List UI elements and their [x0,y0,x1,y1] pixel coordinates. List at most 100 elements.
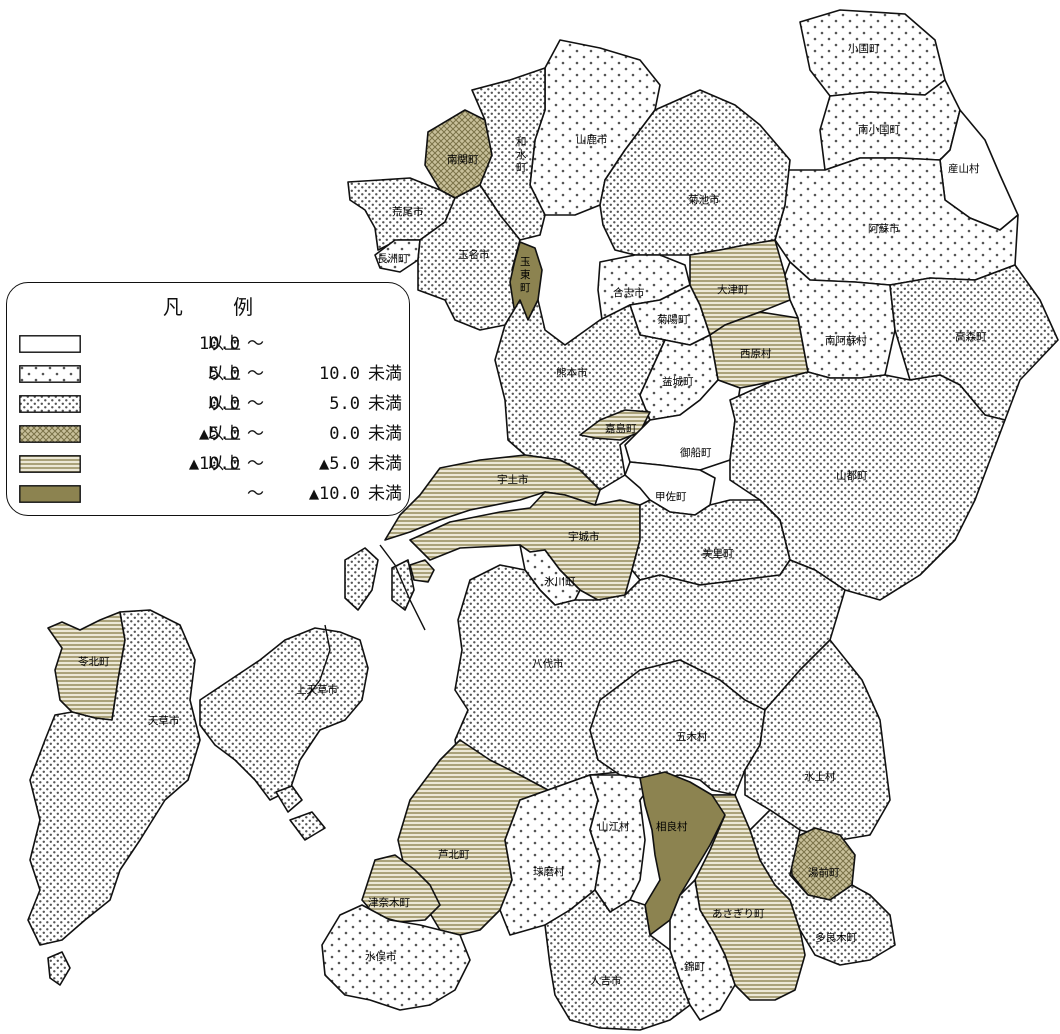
legend-title: 凡 例 [162,295,276,319]
region-uto-islet-1 [344,547,379,611]
label-kumamoto: 熊本市 [556,366,588,379]
legend-min: 10.0 [199,334,240,354]
region-tsunagi [361,854,441,923]
legend-max: 10.0 [319,364,360,384]
label-gyokuto-3: 町 [520,282,531,294]
label-yamae: 山江村 [598,820,630,833]
legend-miman: 未満 [368,394,402,414]
region-kashima [579,409,651,441]
legend-min: 5.0 [209,364,240,384]
region-kamiamakusa-islet-2 [289,811,326,841]
region-misato [631,499,791,586]
legend-max: ▲10.0 [308,484,360,504]
label-yunomae: 湯前町 [808,866,840,879]
label-nagomi-2: 水 [516,149,527,161]
label-kikuchi: 菊池市 [688,193,720,206]
region-kamiamakusa-islet-1 [275,785,303,813]
legend-swatch-stripe [19,455,81,473]
region-uki-islet [409,559,435,583]
label-itsuki: 五木村 [676,730,708,743]
legend-tilde: ～ [247,424,264,444]
label-arao: 荒尾市 [392,205,424,218]
label-kamiamakusa: 上天草市 [296,683,338,696]
label-minamiaso: 南阿蘇村 [825,334,867,347]
legend-min: 0.0 [209,394,240,414]
label-ashikita: 芦北町 [438,849,470,861]
label-hikawa: 氷川町 [544,575,576,588]
label-nagomi-1: 和 [516,136,527,148]
label-uki: 宇城市 [568,530,600,543]
region-labels: 小国町 南小国町 産山村 阿蘇市 高森町 南阿蘇村 山鹿市 菊池市 南関町 和 … [78,43,987,987]
legend-swatch-solid [19,485,81,503]
legend-tilde: ～ [247,394,264,414]
label-asagiri: あさぎり町 [712,907,765,920]
legend-ijo: 以上 [207,454,241,474]
label-mashiki: 益城町 [662,375,694,388]
legend-max: 5.0 [329,394,360,414]
legend-miman: 未満 [368,364,402,384]
legend-max: ▲5.0 [319,454,360,474]
label-ubuyama: 産山村 [948,162,980,175]
region-kamiamakusa [199,627,369,801]
label-mifune: 御船町 [680,446,712,459]
map-legend: 凡 例 10.0 以上 ～ 5.0 以上 ～ 10.0 未満 0.0 以上 ～ … [6,282,410,516]
label-minamata: 水俣市 [365,950,397,963]
region-ozu [689,239,791,336]
label-kosa: 甲佐町 [655,490,687,503]
region-amakusa-south-islet [47,951,71,986]
label-sagara: 相良村 [656,820,688,833]
label-koshi: 合志市 [613,286,645,299]
label-nishiki: 錦町 [684,960,705,973]
region-mizukami [744,639,891,841]
label-nishihara: 西原村 [740,347,772,360]
label-yamaga: 山鹿市 [576,133,608,146]
label-misato: 美里町 [702,547,734,560]
label-nankan: 南関町 [447,153,479,166]
legend-max: 0.0 [329,424,360,444]
label-takamori: 高森町 [955,330,987,343]
legend-ijo: 以上 [207,394,241,414]
legend-row: ～ ▲10.0 未満 [19,483,404,505]
legend-min: ▲5.0 [199,424,240,444]
region-taragi [749,809,896,966]
label-kuma: 球磨村 [533,865,565,878]
legend-row: 5.0 以上 ～ 10.0 未満 [19,363,404,385]
label-yamato: 山都町 [836,470,868,482]
legend-tilde: ～ [247,364,264,384]
legend-row: 0.0 以上 ～ 5.0 未満 [19,393,404,415]
legend-miman: 未満 [368,454,402,474]
coastline-line-1 [379,544,426,631]
region-nishiki [669,879,736,1021]
legend-row: 10.0 以上 ～ [19,333,404,355]
label-aso: 阿蘇市 [868,222,900,235]
legend-row: ▲5.0 以上 ～ 0.0 未満 [19,423,404,445]
label-uto: 宇土市 [497,473,529,486]
legend-min: ▲10.0 [188,454,240,474]
region-nagomi [471,67,546,241]
legend-swatch-cross [19,425,81,443]
label-amakusa: 天草市 [148,714,180,727]
label-kikuyo: 菊陽町 [657,314,689,326]
label-reihoku: 苓北町 [78,655,110,668]
label-gyokuto-1: 玉 [520,256,531,268]
legend-ijo: 以上 [207,334,241,354]
label-minamioguni: 南小国町 [858,123,900,136]
legend-miman: 未満 [368,424,402,444]
label-kashima: 嘉島町 [605,422,637,435]
legend-tilde: ～ [247,454,264,474]
label-ozu: 大津町 [717,283,749,296]
region-minamata [321,904,471,1011]
label-nagomi-3: 町 [516,162,527,174]
label-hitoyoshi: 人吉市 [590,974,622,987]
label-nagomi: 和 水 町 [516,136,530,174]
label-nagasu: 長洲町 [377,253,409,265]
label-oguni: 小国町 [848,43,880,55]
label-gyokuto: 玉 東 町 [520,256,534,294]
legend-tilde: ～ [247,484,264,504]
label-yatsushiro: 八代市 [532,657,564,670]
legend-row: ▲10.0 以上 ～ ▲5.0 未満 [19,453,404,475]
label-mizukami: 水上村 [804,770,836,783]
label-taragi: 多良木町 [815,931,857,944]
legend-ijo: 以上 [207,424,241,444]
